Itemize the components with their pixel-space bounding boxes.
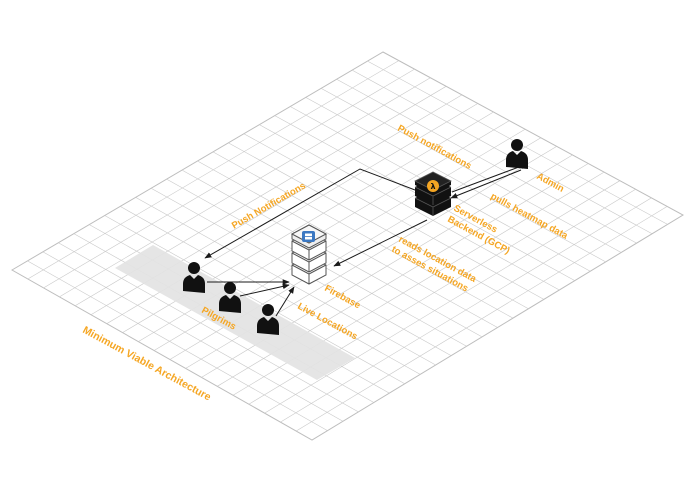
arrow-pilgrim2-firebase bbox=[239, 283, 290, 297]
user-icon bbox=[506, 139, 528, 169]
grid-line bbox=[197, 160, 498, 328]
grid-line bbox=[212, 151, 514, 319]
grid-line bbox=[259, 124, 560, 291]
connections bbox=[204, 163, 528, 317]
grid-line bbox=[351, 69, 653, 235]
grid-line bbox=[42, 251, 344, 422]
arrow-push-notifications-admin bbox=[451, 163, 528, 193]
user-icon bbox=[257, 304, 279, 335]
user-icon bbox=[183, 262, 205, 293]
arrow-reads-location bbox=[333, 219, 428, 267]
grid-line bbox=[243, 133, 545, 300]
backend-node[interactable]: λ bbox=[414, 171, 452, 216]
grid-line bbox=[120, 206, 421, 375]
grid-line bbox=[181, 169, 483, 338]
grid-line bbox=[27, 60, 399, 280]
grid-line bbox=[264, 189, 636, 414]
grid-line bbox=[296, 206, 668, 432]
grid-line bbox=[280, 197, 652, 423]
grid-line bbox=[59, 77, 431, 298]
user-icon bbox=[219, 282, 241, 313]
database-icon bbox=[290, 224, 328, 285]
grid-line bbox=[336, 78, 637, 244]
grid-line bbox=[27, 260, 328, 431]
grid-line bbox=[43, 68, 415, 289]
firebase-node[interactable] bbox=[290, 224, 328, 285]
arrow-pulls-heatmap bbox=[450, 169, 522, 199]
grid-plane bbox=[10, 51, 685, 441]
grid-line bbox=[58, 242, 359, 413]
pilgrims-node[interactable] bbox=[183, 262, 279, 335]
admin-node[interactable] bbox=[506, 139, 528, 169]
grid-line bbox=[104, 215, 405, 385]
grid-line bbox=[305, 97, 606, 263]
grid-line bbox=[321, 88, 622, 253]
pilgrims-zone bbox=[115, 245, 355, 380]
lambda-server-icon: λ bbox=[414, 171, 452, 216]
arrow-pilgrim3-firebase bbox=[275, 286, 295, 317]
arrow-push-notifications-left bbox=[204, 168, 416, 259]
user-group-icon bbox=[183, 262, 279, 335]
svg-text:λ: λ bbox=[430, 182, 435, 191]
grid-line bbox=[228, 142, 529, 310]
